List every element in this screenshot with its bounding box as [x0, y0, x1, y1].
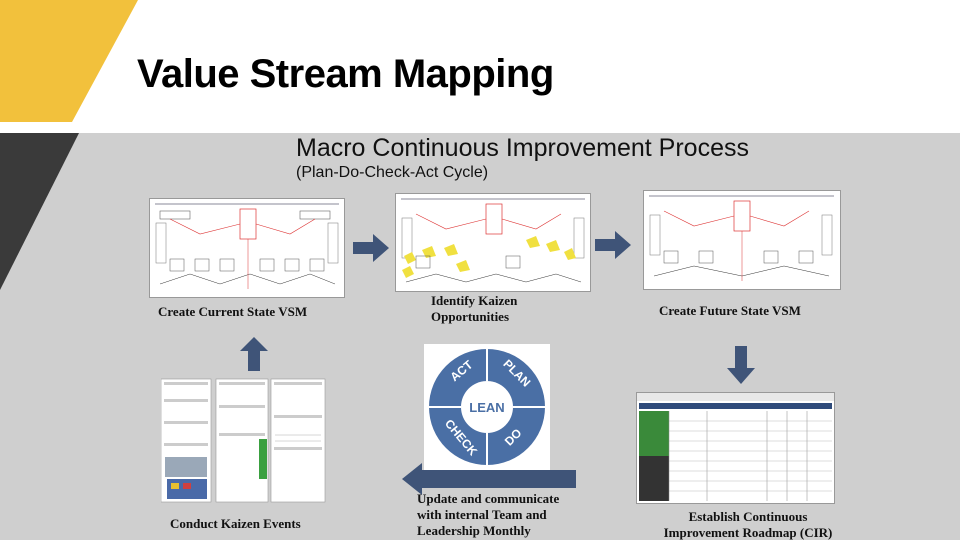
cir-roadmap-image: [636, 392, 835, 504]
step-cir-label: Establish Continuous Improvement Roadmap…: [648, 509, 848, 541]
cir-line1: Establish Continuous: [688, 509, 808, 524]
update-line1: Update and communicate: [417, 491, 560, 506]
step-kaizen-events-label: Conduct Kaizen Events: [170, 516, 301, 531]
update-line2: with internal Team and: [417, 507, 547, 522]
yellow-accent-shape: [0, 0, 138, 122]
future-state-vsm-image: [643, 190, 841, 290]
slide-subtitle-detail: (Plan-Do-Check-Act Cycle): [296, 164, 489, 181]
slide-title: Value Stream Mapping: [137, 52, 554, 96]
current-state-vsm-image: [149, 198, 345, 298]
arrow-left-icon: [402, 463, 576, 495]
step-current-state-label: Create Current State VSM: [158, 304, 308, 319]
arrow-right-icon: [595, 231, 631, 259]
kaizen-events-image: [161, 377, 326, 504]
arrow-down-icon: [727, 346, 755, 384]
kaizen-opportunities-image: [395, 193, 591, 292]
slide-subtitle: Macro Continuous Improvement Process: [296, 134, 749, 162]
step-identify-kaizen-label: Identify Kaizen Opportunities: [431, 293, 517, 325]
update-line3: Leadership Monthly: [417, 523, 531, 538]
identify-kaizen-line1: Identify Kaizen: [431, 293, 518, 308]
step-future-state-label: Create Future State VSM: [659, 303, 801, 318]
identify-kaizen-line2: Opportunities: [431, 309, 510, 324]
cir-line2: Improvement Roadmap (CIR): [663, 525, 833, 540]
dark-stripe-overlay: [0, 133, 79, 290]
cycle-center-label: LEAN: [469, 400, 504, 415]
arrow-right-icon: [353, 234, 389, 262]
step-update-label: Update and communicate with internal Tea…: [417, 491, 559, 539]
lean-pdca-cycle: LEAN ACT PLAN DO CHECK: [424, 344, 550, 470]
arrow-up-icon: [240, 337, 268, 371]
